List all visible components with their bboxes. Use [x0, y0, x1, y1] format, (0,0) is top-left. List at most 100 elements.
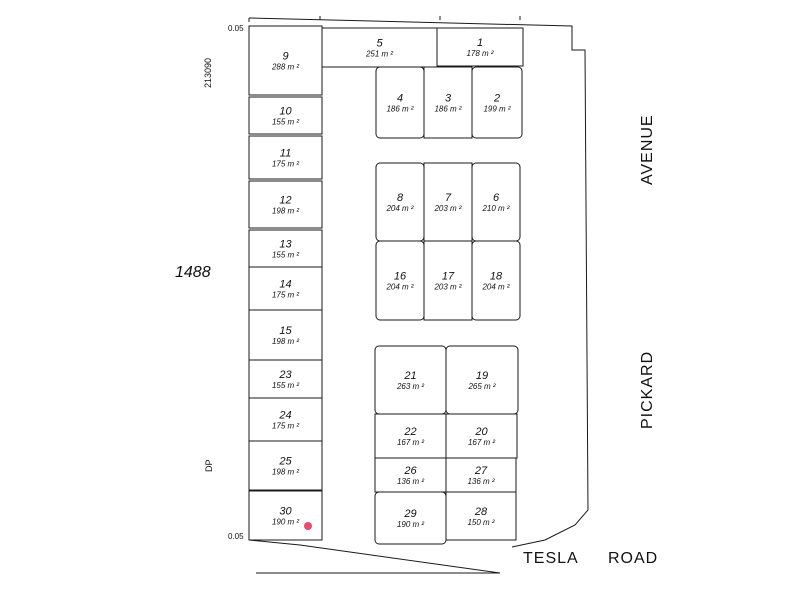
dp-prefix-label: DP	[204, 459, 214, 472]
lot-boundary[interactable]	[445, 491, 517, 541]
lot-boundary[interactable]	[248, 397, 323, 442]
lot-number: 3	[445, 93, 452, 105]
lot-boundary[interactable]	[374, 413, 447, 459]
lot-boundary[interactable]	[321, 27, 438, 68]
lot-number: 16	[394, 271, 407, 283]
lot-number: 5	[376, 38, 383, 50]
lot-area: 204 m ²	[385, 283, 413, 292]
lot-area: 288 m ²	[271, 63, 299, 72]
bottom-edge-mark: 0.05	[228, 532, 244, 541]
lot-number: 4	[397, 93, 403, 105]
lot-number: 10	[279, 106, 292, 118]
lot-boundary[interactable]	[248, 440, 323, 491]
avenue-label: AVENUE	[639, 114, 656, 185]
lot-boundary[interactable]	[374, 457, 447, 493]
top-edge-mark: 0.05	[228, 24, 244, 33]
lot-boundary[interactable]	[248, 180, 323, 229]
lot-number: 19	[476, 370, 488, 382]
lot-boundary[interactable]	[248, 96, 323, 135]
lot-number: 2	[493, 93, 500, 105]
lot-number: 1	[477, 37, 483, 49]
lot-area: 198 m ²	[272, 207, 299, 216]
lot-boundary[interactable]	[248, 266, 323, 311]
lot-boundary[interactable]	[248, 135, 323, 180]
lot-area: 186 m ²	[434, 105, 461, 114]
lot-boundary[interactable]	[248, 359, 323, 399]
lot-number: 22	[403, 426, 416, 438]
lot-number: 27	[474, 465, 488, 477]
lot-number: 30	[279, 506, 292, 518]
lot-number: 8	[397, 192, 404, 204]
lot-number: 14	[279, 279, 291, 291]
lot-area: 190 m ²	[272, 518, 299, 527]
lot-area: 265 m ²	[467, 382, 495, 391]
lot-area: 175 m ²	[272, 160, 299, 169]
lot-boundary[interactable]	[471, 240, 521, 321]
lot-boundary[interactable]	[445, 413, 518, 459]
lot-boundary[interactable]	[248, 309, 323, 361]
top-edge-line	[248, 16, 521, 22]
lot-boundary[interactable]	[436, 27, 524, 67]
lot-number: 28	[474, 506, 488, 518]
lot-number: 24	[278, 410, 291, 422]
lot-area: 155 m ²	[272, 381, 299, 390]
lot-boundary[interactable]	[445, 457, 517, 493]
lot-area: 210 m ²	[481, 204, 509, 213]
lot-number: 23	[278, 369, 292, 381]
lot-number: 20	[474, 426, 488, 438]
lot-reference-number: 213090	[203, 57, 213, 88]
dp-number-label: 1488	[175, 264, 211, 281]
lot-boundary[interactable]	[423, 240, 473, 321]
lot-area: 136 m ²	[397, 477, 424, 486]
tesla-label: TESLA	[523, 550, 579, 567]
lot-boundary[interactable]	[423, 66, 473, 139]
lot-number: 6	[493, 192, 500, 204]
lot-area: 150 m ²	[467, 518, 494, 527]
lot-area: 198 m ²	[272, 468, 299, 477]
location-marker	[304, 522, 312, 530]
lot-boundary[interactable]	[248, 490, 323, 541]
road-label: ROAD	[608, 550, 659, 567]
lot-area: 136 m ²	[467, 477, 494, 486]
lot-area: 203 m ²	[433, 283, 461, 292]
lot-boundary[interactable]	[471, 66, 523, 139]
lot-boundary[interactable]	[423, 162, 473, 242]
lot-area: 186 m ²	[386, 105, 413, 114]
lot-area: 178 m ²	[466, 49, 493, 58]
lot-area: 190 m ²	[397, 520, 424, 529]
lot-number: 18	[490, 271, 503, 283]
lot-boundary[interactable]	[248, 25, 323, 96]
site-boundaries	[248, 16, 589, 574]
